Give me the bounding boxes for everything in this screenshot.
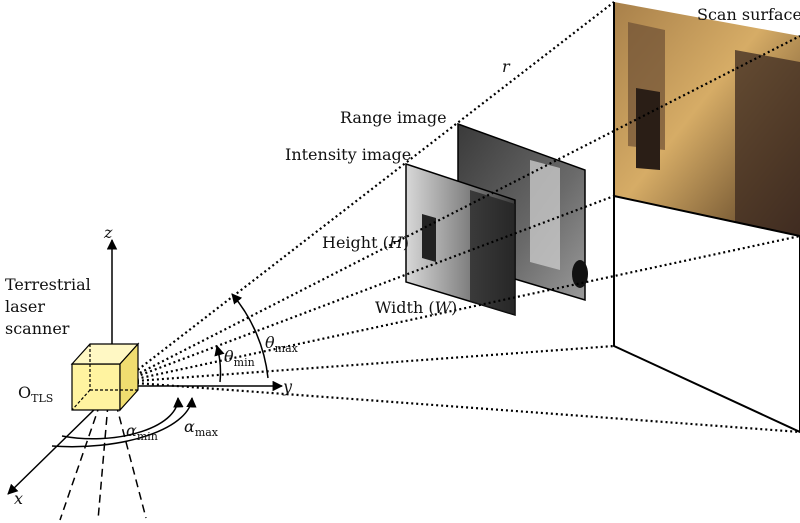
label-width-text: Width (: [375, 298, 435, 317]
scan-surface-lower-frame: [613, 194, 800, 434]
label-height-var: H: [388, 233, 404, 252]
ray-low-right: [121, 380, 800, 434]
intensity-image-dark-side: [470, 190, 515, 315]
label-scan-surface: Scan surface: [697, 5, 800, 24]
label-width: Width (W): [375, 298, 457, 317]
label-theta-min: θmin: [224, 347, 255, 369]
beam-2: [97, 403, 109, 521]
ray-low-left: [121, 344, 615, 384]
scan-surface: [613, 2, 800, 434]
range-image-bright-region: [530, 160, 560, 270]
label-theta-min-symbol: θ: [224, 347, 234, 366]
label-width-close: ): [451, 298, 457, 317]
laser-scanner-cube: [70, 342, 140, 412]
axes: [7, 238, 284, 495]
cube-hidden-edge-2: [71, 389, 91, 411]
label-alpha-max: αmax: [184, 417, 219, 439]
cube-front-face: [71, 363, 121, 411]
theta-min-arc: [214, 344, 225, 383]
label-origin: OTLS: [18, 383, 53, 405]
theta-max-arc: [231, 293, 269, 379]
label-scanner-line2: laser: [5, 297, 45, 316]
label-intensity-image: Intensity image: [285, 145, 411, 164]
label-theta-min-sub: min: [234, 356, 255, 369]
scan-surface-shadow: [735, 50, 800, 236]
ray-top-right: [121, 35, 800, 383]
label-axis-y: y: [282, 377, 293, 396]
ray-mid-right: [121, 234, 800, 384]
label-origin-o: O: [18, 383, 31, 402]
scanner-beams: [59, 403, 147, 521]
label-alpha-max-sub: max: [195, 426, 219, 439]
label-alpha-min: αmin: [126, 421, 158, 443]
label-axis-x: x: [14, 489, 23, 508]
range-image-dark-blob: [572, 260, 588, 288]
label-alpha-min-sub: min: [137, 430, 158, 443]
label-theta-max: θmax: [265, 333, 299, 355]
label-alpha-max-symbol: α: [184, 417, 195, 436]
label-scanner-line1: Terrestrial: [5, 275, 91, 294]
label-axis-z: z: [103, 223, 113, 242]
label-height-text: Height (: [322, 233, 389, 252]
axis-x-line: [7, 403, 101, 495]
label-scanner-line3: scanner: [5, 319, 70, 338]
label-origin-sub: TLS: [31, 392, 53, 405]
label-height: Height (H): [322, 233, 409, 252]
label-range-image: Range image: [340, 108, 447, 127]
label-theta-max-sub: max: [275, 342, 299, 355]
beam-3: [115, 403, 147, 519]
label-width-var: W: [435, 298, 453, 317]
scan-rays: [121, 1, 800, 434]
intensity-image-window: [422, 214, 436, 262]
alpha-min-arc: [61, 396, 184, 440]
angle-arcs: [51, 293, 269, 448]
ray-top-left: [121, 1, 615, 383]
beam-1: [59, 403, 101, 521]
label-alpha-min-symbol: α: [126, 421, 137, 440]
label-r: r: [502, 57, 511, 76]
scan-surface-window: [636, 88, 660, 170]
label-theta-max-symbol: θ: [265, 333, 275, 352]
alpha-max-arc: [51, 396, 197, 448]
label-height-close: ): [403, 233, 409, 252]
